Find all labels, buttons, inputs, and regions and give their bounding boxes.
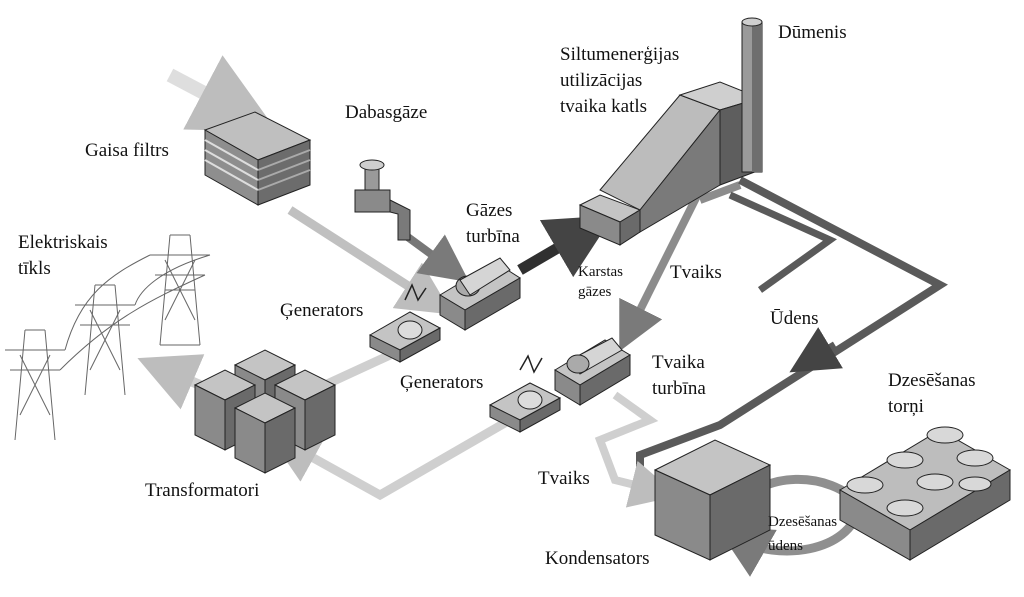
hot-gas-path (517, 215, 614, 278)
spark-icon (519, 354, 543, 374)
steam-turbine-label-1: Tvaika (652, 352, 705, 373)
air-filter (203, 111, 312, 206)
power-line-gen2 (266, 416, 513, 501)
stack-label: Dūmenis (778, 22, 847, 43)
exhaust-steam-path (594, 391, 679, 508)
generator-1 (368, 283, 442, 363)
natural-gas-label: Dabasgāze (345, 102, 428, 123)
generator-1-label: Ģenerators (280, 300, 364, 321)
cooling-towers-label-2: torņi (888, 396, 924, 417)
steam-label-bottom: Tvaiks (538, 468, 590, 489)
water-label: Ūdens (770, 308, 819, 329)
transformers-label: Transformatori (145, 480, 260, 501)
condenser-label: Kondensators (545, 548, 650, 569)
boiler-label-2: utilizācijas (560, 70, 643, 91)
boiler-label-3: tvaika katls (560, 96, 648, 117)
generator-2-label: Ģenerators (400, 372, 484, 393)
grid-label-2: tīkls (18, 258, 51, 279)
gas-turbine-label-1: Gāzes (466, 200, 513, 221)
gas-turbine-label-2: turbīna (466, 226, 520, 247)
steam-to-turbine-path (619, 188, 704, 352)
exhaust-stack (741, 17, 763, 173)
cooling-towers-label-1: Dzesēšanas (888, 370, 976, 391)
gas-to-turbine-path (402, 231, 470, 283)
generator-2 (488, 354, 562, 433)
water-inner-path (728, 191, 837, 293)
air-inflow-arrow (166, 55, 278, 132)
condenser (653, 439, 772, 561)
steam-turbine (554, 337, 631, 406)
hot-gas-label-2: gāzes (578, 284, 612, 300)
cooling-towers (839, 426, 1011, 561)
boiler-label-1: Siltumenerģijas (560, 44, 680, 65)
water-return-path (636, 176, 948, 470)
gas-valve-icon (354, 159, 411, 241)
steam-turbine-label-2: turbīna (652, 378, 706, 399)
steam-supply-path (698, 181, 742, 204)
power-pylons (5, 234, 211, 441)
cooling-water-label-2: ūdens (768, 538, 803, 554)
water-arrow (789, 327, 843, 373)
transformers (193, 349, 337, 474)
cooling-water-label-1: Dzesēšanas (768, 514, 838, 530)
power-to-grid-path (137, 354, 205, 410)
air-filter-label: Gaisa filtrs (85, 140, 169, 161)
power-line-gen1 (323, 350, 392, 390)
gas-turbine (439, 257, 521, 331)
hot-gas-label-1: Karstas (578, 264, 623, 280)
steam-label-top: Tvaiks (670, 262, 722, 283)
spark-icon (404, 283, 427, 302)
air-to-turbine-path (287, 206, 453, 315)
grid-label-1: Elektriskais (18, 232, 108, 253)
